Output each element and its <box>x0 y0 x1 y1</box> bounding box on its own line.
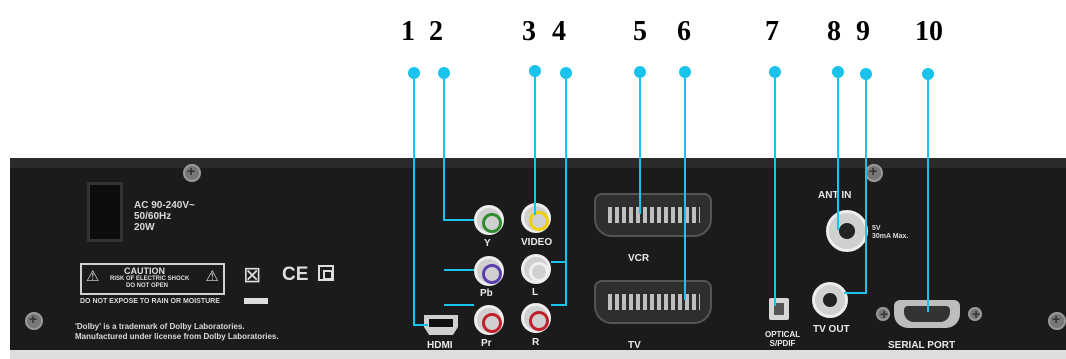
l-label: L <box>532 287 539 298</box>
callout-5: 5 <box>633 16 647 47</box>
callout-1: 1 <box>401 16 415 47</box>
callout-8: 8 <box>827 16 841 47</box>
hdmi-port[interactable] <box>424 315 458 335</box>
panel-bottom-strip <box>10 350 1066 359</box>
screw-icon <box>865 163 883 182</box>
callout-4: 4 <box>552 16 566 47</box>
callout-dot-2 <box>438 67 450 79</box>
callout-10: 10 <box>915 16 943 47</box>
callout-dot-5 <box>634 66 646 78</box>
weee-bin-icon: ⊠ <box>243 262 262 287</box>
optical-label: OPTICAL S/PDIF <box>765 330 801 348</box>
warning-triangle-icon: ⚠ <box>86 268 100 285</box>
caution-bottom-text: DO NOT EXPOSE TO RAIN OR MOISTURE <box>80 298 220 305</box>
optical-spdif-port[interactable] <box>769 298 789 320</box>
pb-label: Pb <box>480 288 493 299</box>
callout-7: 7 <box>765 16 779 47</box>
ant-in-port[interactable] <box>826 210 868 252</box>
r-label: R <box>532 337 540 348</box>
scart-vcr-port[interactable] <box>594 193 712 237</box>
tv-out-port[interactable] <box>812 282 848 318</box>
screw-icon <box>25 311 43 330</box>
power-rating-text: AC 90-240V~ 50/60Hz 20W <box>134 200 195 233</box>
component-y-jack[interactable] <box>474 205 504 235</box>
caution-title: CAUTION <box>124 266 165 276</box>
callout-9: 9 <box>856 16 870 47</box>
ant-in-label: ANT IN <box>818 190 852 201</box>
weee-bar <box>244 298 268 304</box>
callout-dot-1 <box>408 67 420 79</box>
screw-icon <box>876 306 890 322</box>
callout-dot-10 <box>922 68 934 80</box>
screw-icon <box>183 163 201 182</box>
warning-triangle-icon: ⚠ <box>205 268 219 285</box>
callout-dot-6 <box>679 66 691 78</box>
audio-left-jack[interactable] <box>521 254 551 284</box>
caution-sub1: RISK OF ELECTRIC SHOCK <box>110 276 190 282</box>
double-insulation-icon <box>318 265 334 281</box>
y-label: Y <box>484 238 491 249</box>
video-jack[interactable] <box>521 203 551 233</box>
hdmi-label: HDMI <box>427 340 453 351</box>
tv-label: TV <box>628 340 641 351</box>
screw-icon <box>968 306 982 322</box>
callout-dot-8 <box>832 66 844 78</box>
serial-port-label: SERIAL PORT <box>888 340 956 351</box>
serial-port[interactable] <box>894 300 960 328</box>
callout-6: 6 <box>677 16 691 47</box>
panel-top-edge <box>10 158 1066 168</box>
scart-tv-port[interactable] <box>594 280 712 324</box>
callout-3: 3 <box>522 16 536 47</box>
caution-sub2: DO NOT OPEN <box>126 283 169 289</box>
pr-label: Pr <box>481 338 492 349</box>
callout-dot-7 <box>769 66 781 78</box>
video-label: VIDEO <box>521 237 553 248</box>
ce-mark: CE <box>282 264 309 285</box>
callout-2: 2 <box>429 16 443 47</box>
vcr-label: VCR <box>628 253 650 264</box>
callout-dot-9 <box>860 68 872 80</box>
ant-power-spec: 5V 30mA Max. <box>872 225 909 240</box>
power-switch[interactable] <box>87 182 123 242</box>
callout-dot-4 <box>560 67 572 79</box>
component-pr-jack[interactable] <box>474 305 504 335</box>
callout-dot-3 <box>529 65 541 77</box>
caution-label: ⚠ ⚠ CAUTION RISK OF ELECTRIC SHOCK DO NO… <box>80 263 225 295</box>
tv-out-label: TV OUT <box>813 324 850 335</box>
dolby-trademark-text: 'Dolby' is a trademark of Dolby Laborato… <box>75 322 279 341</box>
audio-right-jack[interactable] <box>521 303 551 333</box>
screw-icon <box>1048 311 1066 330</box>
component-pb-jack[interactable] <box>474 256 504 286</box>
